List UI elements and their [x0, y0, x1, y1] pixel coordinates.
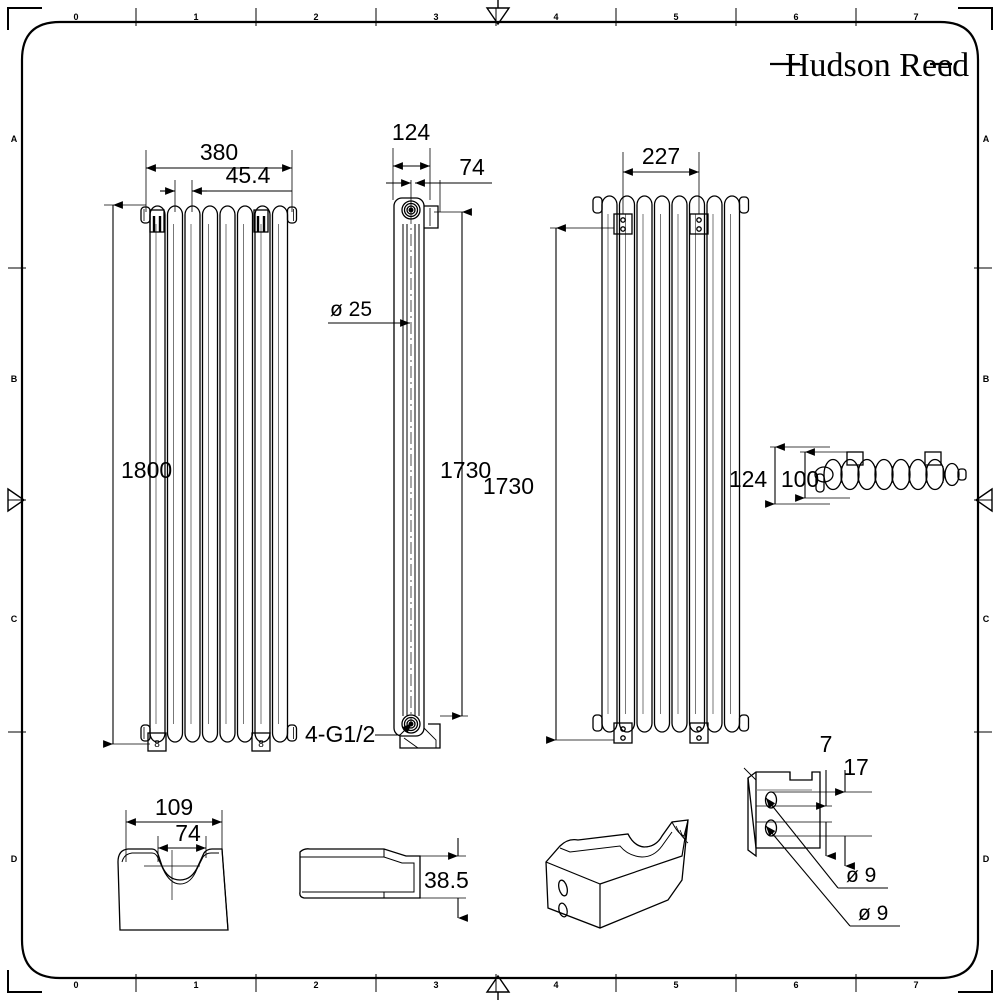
zone-label-vr-a: A	[983, 134, 990, 144]
zone-label-h-1: 1	[193, 12, 198, 22]
logo-text: Hudson Reed	[785, 47, 969, 84]
bracket-plate-detail	[743, 767, 821, 858]
top-plan-view	[814, 451, 967, 493]
dim-thread-callout: 4-G1/2	[305, 721, 375, 747]
top-brackets	[846, 451, 942, 466]
rear-columns	[601, 195, 741, 733]
svg-text:8: 8	[154, 739, 160, 750]
rear-dimensions: 227 1730	[483, 143, 700, 744]
bracket-front-dimensions: 109 74	[125, 794, 223, 900]
zone-label-hb-0: 0	[73, 980, 78, 990]
top-view-dimensions: 124 100	[729, 443, 850, 508]
hudson-reed-logo: Hudson Reed	[770, 47, 969, 84]
dim-plate-hole-offset: 7	[820, 731, 833, 757]
zone-label-v-c: C	[11, 614, 18, 624]
side-bracket-top	[424, 205, 439, 229]
side-elevation	[393, 197, 441, 749]
rear-elevation	[592, 195, 750, 744]
rear-end-caps	[592, 196, 750, 732]
dim-bracket-width: 109	[155, 794, 193, 820]
zone-label-hb-5: 5	[673, 980, 678, 990]
top-sections	[814, 458, 960, 491]
rear-bracket-bottom-right	[689, 722, 709, 744]
dim-top-depth: 124	[729, 466, 768, 492]
front-bracket-top-left	[149, 209, 165, 233]
side-dimensions: 124 74 ø 25 1730 4-G1/2	[305, 119, 492, 747]
zone-label-hb-3: 3	[433, 980, 438, 990]
zone-label-h-3: 3	[433, 12, 438, 22]
zone-label-h-7: 7	[913, 12, 918, 22]
zone-label-h-6: 6	[793, 12, 798, 22]
zone-label-h-5: 5	[673, 12, 678, 22]
dim-side-offset: 74	[459, 154, 485, 180]
zone-label-vr-b: B	[983, 374, 990, 384]
front-bracket-top-right	[253, 209, 269, 233]
center-markers	[7, 0, 993, 1000]
front-foot-right: 8	[251, 732, 271, 752]
bracket-plate-dimensions: 7 17 ø 9 ø 9	[756, 731, 900, 927]
dim-front-width: 380	[200, 139, 238, 165]
bracket-side-detail	[299, 848, 421, 899]
bracket-front-detail	[117, 848, 229, 931]
zone-label-hb-7: 7	[913, 980, 918, 990]
dim-bracket-thickness: 38.5	[424, 867, 469, 893]
dim-rear-height: 1730	[483, 473, 534, 499]
dim-bracket-inner-width: 74	[175, 820, 201, 846]
dim-top-inner-depth: 100	[781, 466, 819, 492]
zone-labels-horizontal: 0 1 2 3 4 5 6 7 0 1 2 3 4 5 6 7	[73, 12, 918, 990]
side-foot	[399, 723, 441, 749]
zone-label-v-b: B	[11, 374, 18, 384]
sheet-frame	[7, 7, 993, 993]
dim-side-height: 1730	[440, 457, 491, 483]
zone-label-h-4: 4	[553, 12, 558, 22]
dim-side-depth: 124	[392, 119, 431, 145]
dim-front-pitch: 45.4	[226, 162, 271, 188]
bracket-isometric-detail	[545, 819, 689, 929]
rear-bracket-bottom-left	[613, 722, 633, 744]
iso-bracket-holes	[558, 879, 568, 918]
front-foot-left: 8	[147, 732, 167, 752]
dim-front-height: 1800	[121, 457, 172, 483]
zone-label-h-2: 2	[313, 12, 318, 22]
dim-rear-bracket-spacing: 227	[642, 143, 680, 169]
zone-label-vr-d: D	[983, 854, 990, 864]
zone-label-hb-4: 4	[553, 980, 558, 990]
dim-plate-hole-spacing: 17	[843, 754, 869, 780]
zone-labels-vertical: A B C D A B C D	[11, 134, 990, 864]
zone-label-hb-1: 1	[193, 980, 198, 990]
zone-label-h-0: 0	[73, 12, 78, 22]
dim-plate-hole-dia-upper: ø 9	[846, 864, 876, 887]
front-dimensions: 380 45.4 1800	[103, 139, 293, 748]
dim-pipe-diameter: ø 25	[330, 298, 372, 321]
zone-label-v-d: D	[11, 854, 18, 864]
rear-bracket-top-right	[689, 213, 709, 235]
zone-label-hb-6: 6	[793, 980, 798, 990]
dim-plate-hole-dia-lower: ø 9	[858, 902, 888, 925]
svg-text:8: 8	[258, 739, 264, 750]
zone-label-vr-c: C	[983, 614, 990, 624]
zone-label-v-a: A	[11, 134, 18, 144]
bracket-side-dimensions: 38.5	[420, 838, 469, 922]
front-elevation: 8 8	[140, 205, 298, 752]
zone-ticks	[8, 8, 992, 992]
zone-label-hb-2: 2	[313, 980, 318, 990]
